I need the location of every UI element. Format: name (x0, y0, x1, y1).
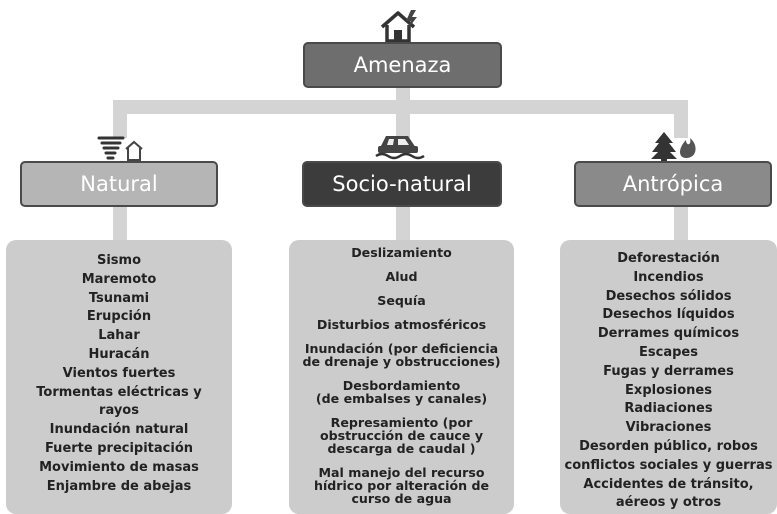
list-item: Accidentes de tránsito, (583, 476, 754, 492)
list-item: Radiaciones (624, 401, 713, 417)
list-item: Vientos fuertes (62, 365, 176, 381)
list-item: Desorden público, robos (579, 438, 758, 454)
list-item: Fugas y derrames (603, 363, 734, 379)
category-natural-label: Natural (80, 172, 158, 196)
list-item: Deforestación (617, 251, 720, 266)
flooded-car-icon (375, 136, 425, 160)
list-item: Erupción (86, 309, 152, 325)
list-item: Alud (385, 269, 418, 284)
category-antropica-box: Antrópica (574, 161, 772, 207)
list-item: Represamiento (por obstrucción de cauce … (319, 415, 484, 456)
root-amenaza-box: Amenaza (303, 42, 502, 88)
list-item: Desechos sólidos (605, 288, 732, 304)
connector-socio-list (396, 207, 410, 240)
category-natural-box: Natural (20, 161, 218, 207)
tree-fire-icon (651, 132, 696, 162)
category-socio-natural-box: Socio-natural (302, 161, 502, 207)
natural-threat-list: Sismo Maremoto Tsunami Erupción Lahar Hu… (6, 240, 232, 514)
list-item: Enjambre de abejas (46, 478, 192, 494)
connector-root-vertical (396, 88, 410, 102)
list-item: Explosiones (625, 382, 712, 398)
list-item: Derrames químicos (597, 326, 740, 342)
list-item: Tsunami (88, 290, 150, 306)
list-item: Deslizamiento (351, 245, 452, 260)
connector-antro-list (674, 207, 688, 240)
connector-natural-vertical (113, 100, 127, 138)
list-item: Inundación (por deficiencia de drenaje y… (302, 341, 501, 369)
list-item: Disturbios atmosféricos (316, 317, 487, 332)
category-socio-natural-label: Socio-natural (332, 172, 472, 196)
house-lightning-icon (380, 10, 417, 43)
list-item: Escapes (639, 344, 698, 360)
list-item: Maremoto (81, 271, 157, 287)
list-item: Desechos líquidos (602, 307, 735, 323)
antropica-threat-list: Deforestación Incendios Desechos sólidos… (560, 240, 777, 514)
list-item: Lahar (98, 328, 140, 344)
tornado-house-icon (97, 136, 143, 161)
list-item: Sequía (377, 293, 426, 308)
root-label: Amenaza (353, 53, 452, 77)
connector-socio-vertical (396, 100, 410, 138)
list-item: Inundación natural (49, 422, 189, 438)
list-item: Sismo (96, 253, 142, 268)
list-item: Tormentas eléctricas y rayos (36, 384, 202, 419)
category-antropica-label: Antrópica (622, 172, 724, 196)
list-item: Incendios (633, 269, 704, 285)
list-item: Vibraciones (625, 420, 712, 436)
list-item: Mal manejo del recurso hídrico por alter… (313, 465, 489, 506)
list-item: Fuerte precipitación (44, 440, 194, 456)
list-item: aéreos y otros (615, 495, 722, 511)
socio-natural-threat-list: Deslizamiento Alud Sequía Disturbios atm… (289, 240, 514, 514)
list-item: Desbordamiento (de embalses y canales) (315, 378, 488, 406)
list-item: Movimiento de masas (39, 459, 199, 475)
list-item: Huracán (88, 346, 150, 362)
connector-natural-list (113, 207, 127, 240)
list-item: conflictos sociales y guerras (564, 457, 773, 473)
connector-antro-vertical (674, 100, 688, 138)
